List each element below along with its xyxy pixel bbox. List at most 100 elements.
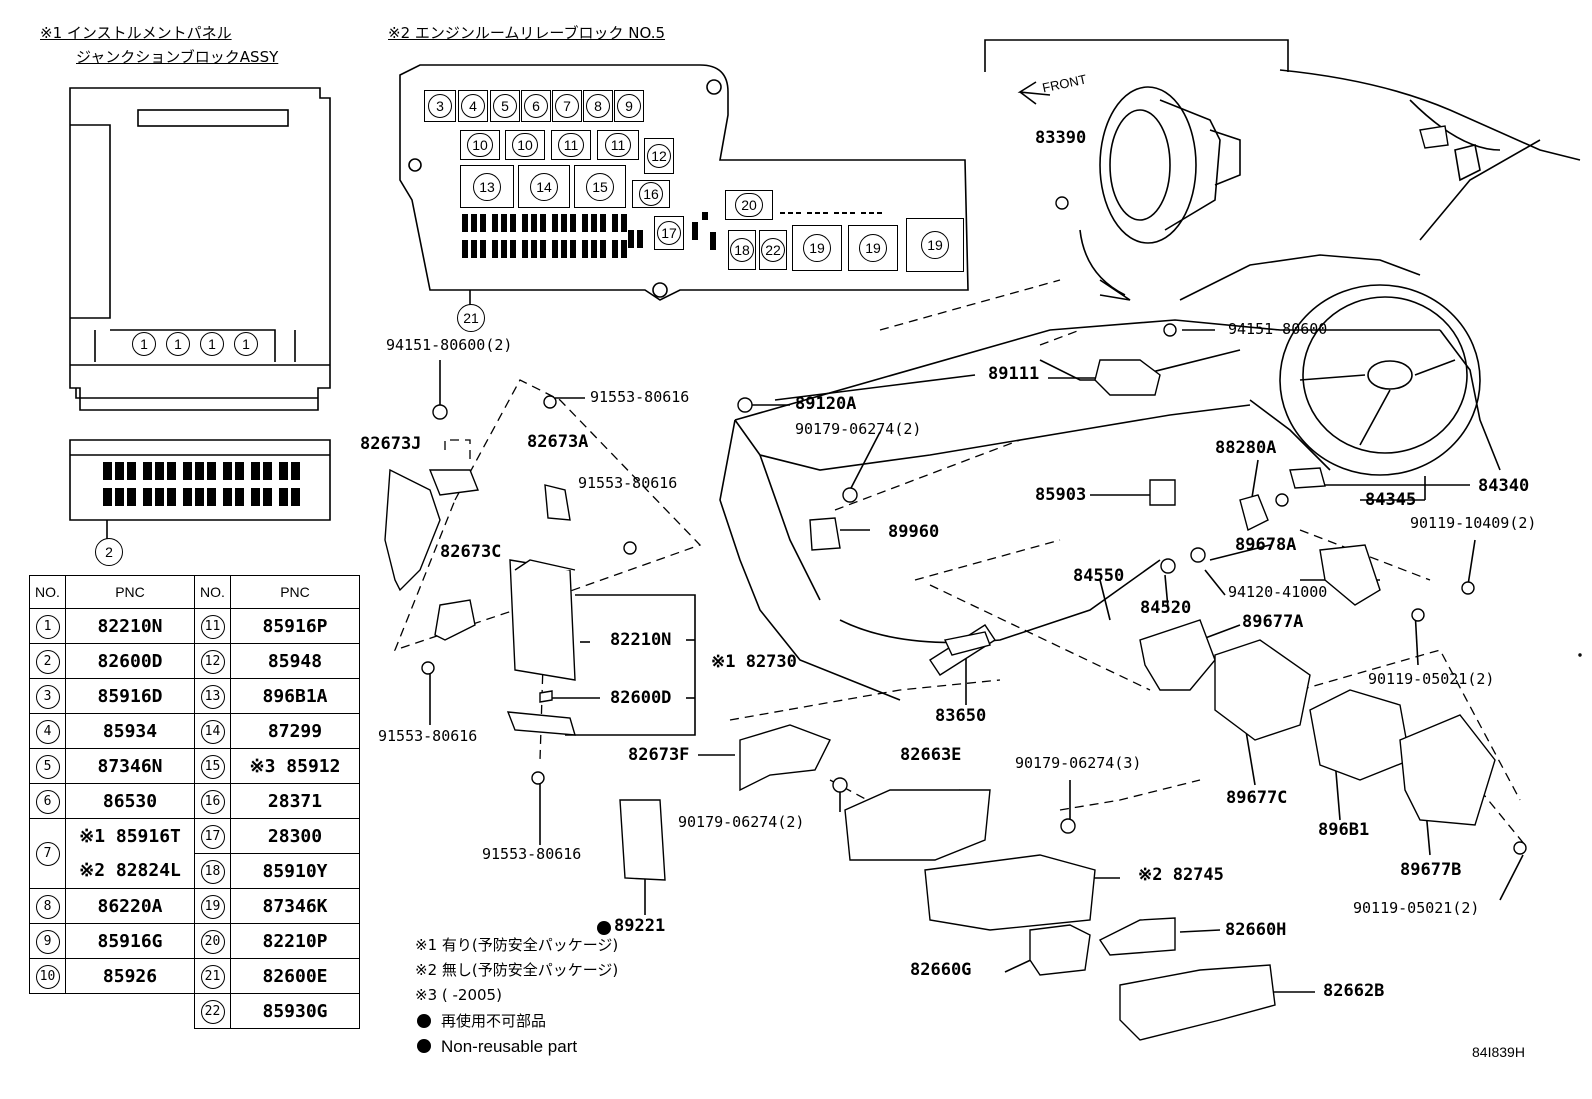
part-label: 84550 [1073, 566, 1125, 586]
part-label: 82662B [1323, 981, 1385, 1001]
row-no: 19 [200, 894, 225, 919]
relay-15: 15 [574, 165, 626, 208]
row-no: 17 [200, 824, 225, 849]
part-label: 83650 [935, 706, 987, 726]
part-label: 82673A [527, 432, 589, 452]
row-pnc: 82210P [230, 923, 360, 959]
relay-16: 16 [632, 180, 670, 208]
part-label: 89120A [795, 394, 857, 414]
relay-fuse-bank [462, 212, 882, 258]
row-no: 20 [200, 929, 225, 954]
part-label: 82660G [910, 960, 972, 980]
connector-1: 1 [166, 332, 190, 356]
part-label: 90179-06274(2) [678, 813, 805, 831]
relay-11: 11 [551, 130, 591, 160]
part-label: 94151-80600(2) [386, 336, 513, 354]
row-pnc: 87346K [230, 888, 360, 924]
part-label: 94120-41000 [1228, 583, 1328, 601]
row-no: 4 [35, 719, 60, 744]
part-label: 89677B [1400, 860, 1462, 880]
relay-10: 10 [460, 130, 500, 160]
note-2: ※2 無し(予防安全パッケージ) [415, 961, 619, 979]
part-label: 89111 [988, 364, 1040, 384]
row-pnc: 28300 [230, 818, 360, 854]
part-label: 90119-10409(2) [1410, 514, 1537, 532]
relay-11: 11 [597, 130, 639, 160]
part-label: 89678A [1235, 535, 1297, 555]
panel-header-line1: ※1 インストルメントパネル [40, 24, 232, 42]
relay-18: 18 [728, 230, 756, 270]
pnc-table: NO. PNC NO. PNC 1 82210N 11 85916P 2 826… [29, 575, 360, 1029]
relay-19: 19 [792, 225, 842, 271]
fuse-grid [103, 462, 300, 506]
part-label: 85903 [1035, 485, 1087, 505]
row-no: 8 [35, 894, 60, 919]
part-label: 82660H [1225, 920, 1287, 940]
part-label: 83390 [1035, 128, 1087, 148]
part-label: 82663E [900, 745, 962, 765]
note-1: ※1 有り(予防安全パッケージ) [415, 936, 619, 954]
row-pnc: 82210N [65, 608, 195, 644]
relay-14: 14 [518, 165, 570, 208]
row-no: 14 [200, 719, 225, 744]
part-label: 91553-80616 [578, 474, 678, 492]
part-label: 91553-80616 [482, 845, 582, 863]
row-no: 7 [35, 842, 60, 866]
part-label: 89221 [614, 916, 666, 936]
note-5: Non-reusable part [441, 1037, 578, 1056]
row-pnc: ※1 85916T [65, 818, 195, 854]
row-no: 22 [200, 999, 225, 1024]
part-label: 82673J [360, 434, 422, 454]
row-no: 11 [200, 614, 225, 639]
row-no: 9 [35, 929, 60, 954]
row-no: 21 [200, 964, 225, 989]
relay-4: 4 [458, 90, 488, 122]
part-label: ※1 82730 [711, 652, 797, 672]
row-no: 1 [35, 614, 60, 639]
relay-block-header: ※2 エンジンルームリレーブロック NO.5 [388, 24, 666, 42]
row-pnc: 86220A [65, 888, 195, 924]
relay-12: 12 [644, 138, 674, 174]
row-no: 5 [35, 754, 60, 779]
part-label: 94151-80600 [1228, 320, 1328, 338]
row-pnc: 85926 [65, 958, 195, 994]
note-4: 再使用不可部品 [441, 1012, 547, 1030]
row-pnc: 85916P [230, 608, 360, 644]
relay-17: 17 [654, 216, 684, 250]
row-pnc: 85916G [65, 923, 195, 959]
col-pnc: PNC [230, 575, 360, 609]
row-pnc: 85948 [230, 643, 360, 679]
part-label: 88280A [1215, 438, 1277, 458]
panel-header-line2: ジャンクションブロックASSY [76, 48, 279, 66]
row-no: 12 [200, 649, 225, 674]
diagram-id: 84I839H [1472, 1044, 1525, 1060]
row-pnc: 82600E [230, 958, 360, 994]
part-label: 82673C [440, 542, 502, 562]
relay-21: 21 [457, 304, 485, 332]
relay-20: 20 [725, 190, 773, 220]
part-label: 84340 [1478, 476, 1530, 496]
relay-22: 22 [759, 230, 787, 270]
relay-3: 3 [424, 90, 456, 122]
row-no: 10 [35, 964, 60, 989]
part-label: 89677C [1226, 788, 1288, 808]
relay-5: 5 [490, 90, 520, 122]
part-label: ※2 82745 [1138, 865, 1224, 885]
part-label: 82600D [610, 688, 672, 708]
row-pnc: ※3 85912 [230, 748, 360, 784]
row-pnc: 28371 [230, 783, 360, 819]
row-no: 2 [35, 649, 60, 674]
connector-1: 1 [234, 332, 258, 356]
row-no: 13 [200, 684, 225, 709]
part-label: 90119-05021(2) [1353, 899, 1480, 917]
row-pnc: 896B1A [230, 678, 360, 714]
part-label: 89677A [1242, 612, 1304, 632]
row-no: 18 [200, 859, 225, 884]
relay-13: 13 [460, 165, 514, 208]
row-no: 3 [35, 684, 60, 709]
part-label: 82210N [610, 630, 672, 650]
row-pnc: 87299 [230, 713, 360, 749]
part-label: 90179-06274(2) [795, 420, 922, 438]
